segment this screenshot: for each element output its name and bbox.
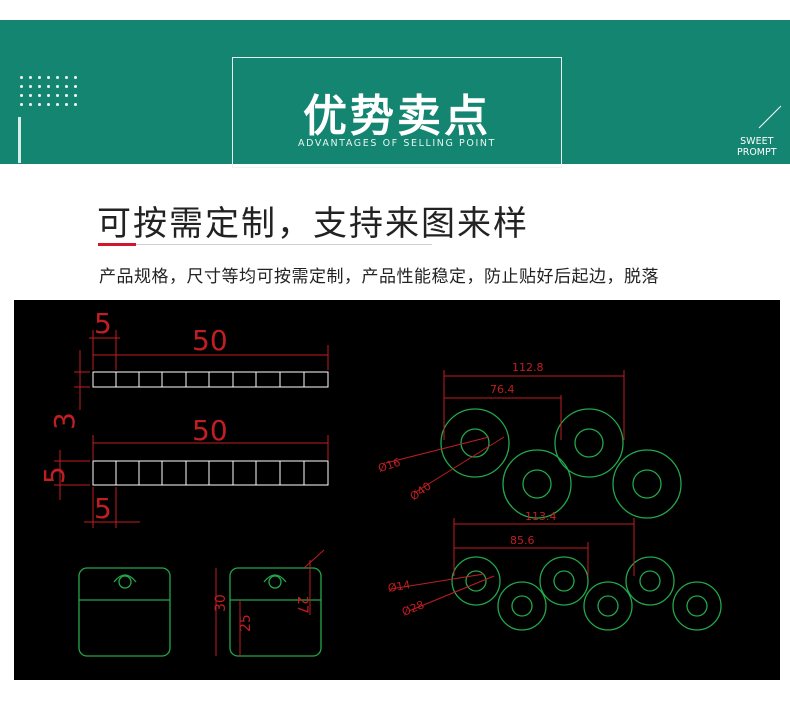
feature-heading: 可按需定制，支持来图来样	[97, 204, 529, 244]
strip-bottom	[92, 460, 329, 486]
cad-drawing-svg: 5 50 50 3 5 5	[38, 307, 722, 657]
banner-subtitle: ADVANTAGES OF SELLING POINT	[298, 138, 496, 149]
dim-112-8: 112.8	[512, 361, 544, 374]
dim-top-50: 50	[192, 324, 228, 357]
dot-grid-decoration	[17, 73, 81, 109]
washers-top	[440, 408, 682, 519]
washers-bottom	[451, 556, 722, 631]
strip-top	[92, 371, 329, 388]
badge-line-2: PROMPT	[737, 147, 777, 158]
dim-bottom-5-left: 5	[38, 466, 71, 484]
hang-tab-left	[78, 567, 171, 657]
vertical-bar-decoration	[18, 117, 21, 163]
badge-line-1: SWEET	[740, 136, 774, 147]
washers-bottom-dims	[390, 518, 635, 612]
title-frame: 优势卖点 ADVANTAGES OF SELLING POINT	[232, 57, 562, 168]
strip-top-dims	[74, 330, 329, 410]
dim-76-4: 76.4	[490, 383, 515, 396]
dim-dia-28: Ø28	[400, 598, 426, 619]
dim-tab-30: 30	[213, 594, 229, 612]
hang-tab-right	[229, 567, 322, 657]
heading-accent-underline	[98, 243, 136, 246]
tab-dims	[215, 549, 325, 656]
dim-dia-14: Ø14	[387, 578, 412, 595]
header-banner: 优势卖点 ADVANTAGES OF SELLING POINT SWEET P…	[0, 20, 790, 168]
dim-113-4: 113.4	[525, 510, 557, 523]
dim-top-5: 5	[94, 307, 112, 340]
dim-bottom-3: 3	[48, 412, 81, 430]
feature-description: 产品规格，尺寸等均可按需定制，产品性能稳定，防止贴好后起边，脱落	[99, 267, 659, 287]
sweet-prompt-badge: SWEET PROMPT	[737, 136, 777, 158]
dim-85-6: 85.6	[510, 534, 535, 547]
dim-bottom-50: 50	[192, 414, 228, 447]
washers-top-dims	[385, 370, 625, 494]
diagonal-line-decoration	[758, 105, 782, 129]
dim-tab-25: 25	[238, 614, 254, 632]
dim-dia-16: Ø16	[377, 456, 403, 475]
dim-tab-27: 27	[294, 596, 310, 614]
banner-title: 优势卖点	[303, 91, 491, 142]
strip-bottom-dims	[54, 435, 329, 528]
dim-bottom-5: 5	[94, 492, 112, 525]
heading-rule	[136, 244, 432, 245]
cad-drawing: 5 50 50 3 5 5	[14, 300, 780, 680]
